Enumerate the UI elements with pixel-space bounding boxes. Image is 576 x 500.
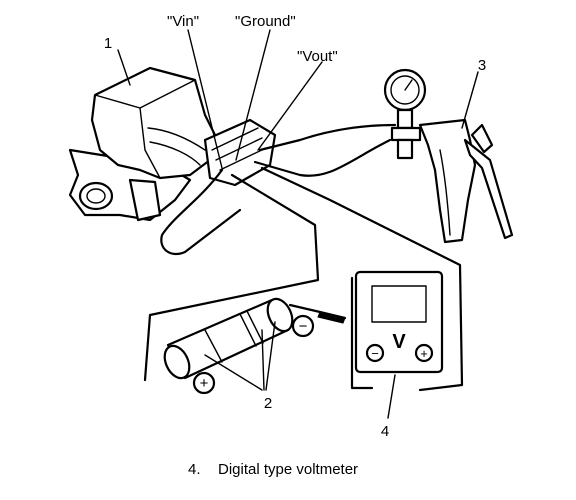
battery-plus-terminal: [192, 371, 216, 395]
callout-3: 3: [478, 57, 486, 74]
label-ground: "Ground": [235, 13, 296, 30]
meter-plus-sign: +: [420, 346, 428, 361]
pressure-gauge-assembly: [383, 68, 514, 244]
battery-minus-sign: −: [299, 318, 308, 335]
digital-voltmeter: V − +: [354, 270, 444, 419]
caption-number: 4.: [188, 461, 201, 478]
callout-1: 1: [104, 35, 112, 52]
label-vout: "Vout": [297, 48, 338, 65]
label-vin: "Vin": [167, 13, 199, 30]
meter-plus-terminal: [414, 343, 434, 363]
callout-2: 2: [264, 395, 272, 412]
meter-minus-sign: −: [371, 346, 379, 361]
terminal-leader-lines: [117, 29, 323, 169]
voltmeter-symbol: V: [392, 331, 406, 353]
battery-pack: + −: [163, 297, 346, 395]
meter-minus-terminal: [365, 343, 385, 363]
wires: [143, 123, 464, 392]
caption-text: Digital type voltmeter: [218, 461, 358, 478]
battery-plus-sign: +: [200, 375, 209, 392]
battery-minus-terminal: [291, 314, 315, 338]
callout-4: 4: [381, 423, 389, 440]
sensor-unit: [68, 66, 277, 222]
